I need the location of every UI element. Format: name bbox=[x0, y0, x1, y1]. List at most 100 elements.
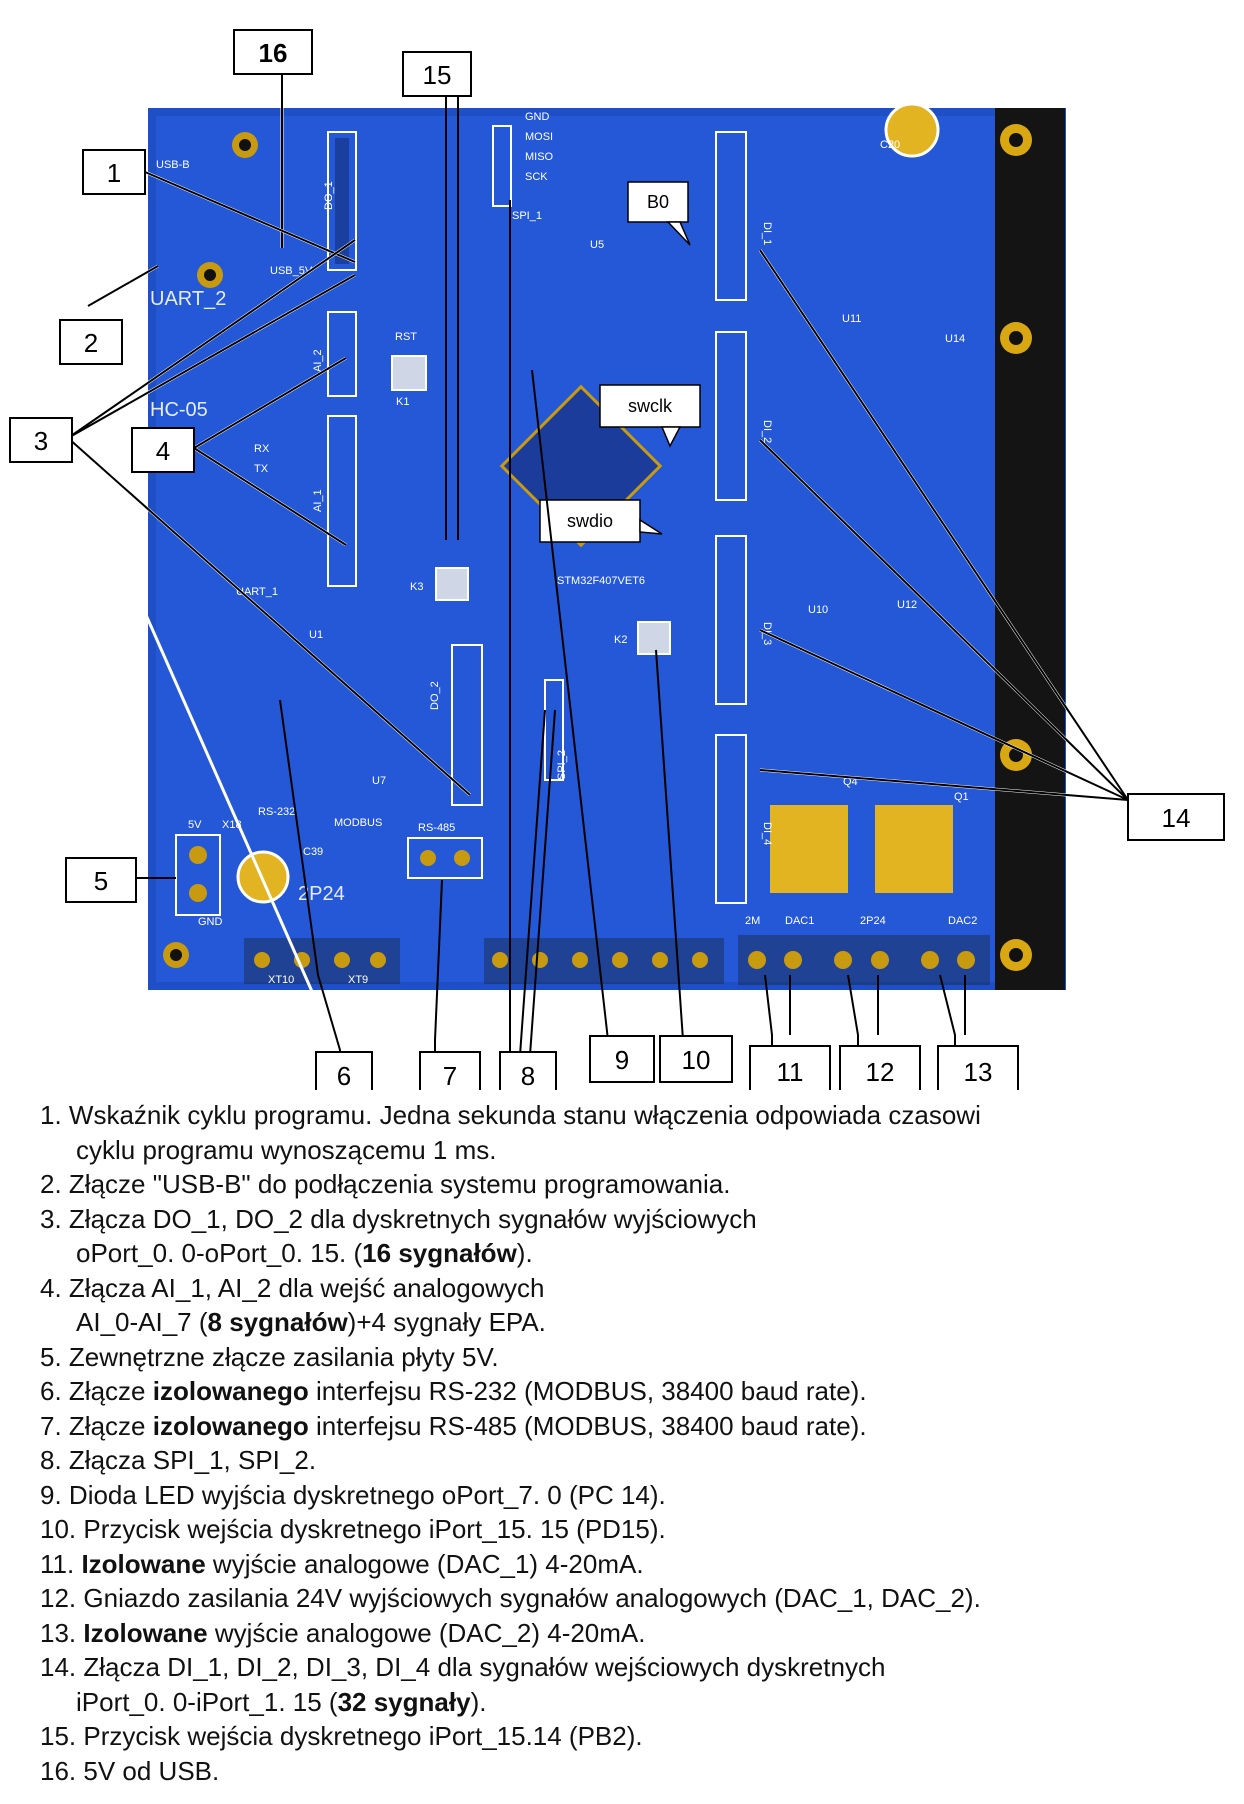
legend-text: oPort_0. 0-oPort_0. 15. ( bbox=[76, 1238, 363, 1268]
legend-item: 12. Gniazdo zasilania 24V wyjściowych sy… bbox=[40, 1581, 1220, 1616]
pin-sck-label: SCK bbox=[525, 171, 548, 183]
ai1-label: AI_1 bbox=[312, 489, 324, 512]
legend-item-number: 15. bbox=[40, 1721, 77, 1751]
do2-label: DO_2 bbox=[429, 681, 441, 710]
legend-item-number: 13. bbox=[40, 1617, 77, 1648]
k3-label: K3 bbox=[410, 581, 423, 593]
legend-text: AI_0-AI_7 ( bbox=[76, 1307, 208, 1337]
legend-text: Złącze bbox=[68, 1376, 153, 1406]
rs485-connector bbox=[407, 837, 483, 879]
legend-text: 5V od USB. bbox=[83, 1755, 220, 1786]
legend-text: Gniazdo zasilania 24V wyjściowych sygnał… bbox=[83, 1583, 981, 1613]
callout-8-label: 8 bbox=[521, 1061, 535, 1090]
legend-item-number: 7. bbox=[40, 1410, 62, 1441]
pin-mosi-label: MOSI bbox=[525, 131, 553, 143]
callout-14: 14 bbox=[1127, 793, 1225, 841]
callout-14-label: 14 bbox=[1162, 803, 1191, 833]
callout-4: 4 bbox=[131, 427, 195, 473]
bubble-swdio: swdio bbox=[539, 499, 663, 543]
legend-item-number: 1. bbox=[40, 1100, 62, 1130]
u10-label: U10 bbox=[808, 604, 828, 616]
legend-emphasis: 32 sygnały bbox=[337, 1686, 471, 1717]
legend-text: interfejsu RS-232 (MODBUS, 38400 baud ra… bbox=[308, 1376, 867, 1406]
callout-16: 16 bbox=[233, 29, 313, 75]
k3-button bbox=[435, 567, 469, 601]
di4-label: DI_4 bbox=[761, 822, 773, 845]
k2-label: K2 bbox=[614, 634, 627, 646]
callout-6-label: 6 bbox=[337, 1061, 351, 1090]
legend-item: 16. 5V od USB. bbox=[40, 1754, 1220, 1789]
u5-label: U5 bbox=[590, 239, 604, 251]
legend-text: Złącza AI_1, AI_2 dla wejść analogowych bbox=[68, 1272, 545, 1303]
callout-11: 11 bbox=[749, 1045, 831, 1090]
legend-text: Przycisk wejścia dyskretnego iPort_15.14… bbox=[83, 1721, 643, 1751]
x18-gnd-label: GND bbox=[198, 916, 223, 928]
do1-label: DO_1 bbox=[323, 181, 335, 210]
legend-text: Złącze bbox=[68, 1410, 153, 1441]
x18-5v-label: 5V bbox=[188, 819, 202, 831]
di-headers bbox=[715, 131, 747, 904]
callout-12-label: 12 bbox=[866, 1057, 895, 1087]
callout-3-label: 3 bbox=[34, 426, 48, 456]
m2-label: 2M bbox=[745, 915, 760, 927]
legend-text: Złącza DO_1, DO_2 dla dyskretnych sygnał… bbox=[68, 1203, 757, 1234]
legend-emphasis: 8 sygnałów bbox=[207, 1307, 348, 1337]
callout-13: 13 bbox=[937, 1045, 1019, 1090]
leader-lines bbox=[66, 61, 1130, 1056]
spi2-header bbox=[544, 679, 564, 781]
u1-label: U1 bbox=[309, 629, 323, 641]
legend-item-number: 12. bbox=[40, 1583, 77, 1613]
legend-emphasis: Izolowane bbox=[81, 1548, 206, 1579]
bubble-b0: B0 bbox=[627, 181, 691, 246]
legend-continuation: AI_0-AI_7 (8 sygnałów)+4 sygnały EPA. bbox=[40, 1305, 1220, 1340]
legend-continuation: cyklu programu wynoszącemu 1 ms. bbox=[40, 1133, 1220, 1168]
legend-item: 7. Złącze izolowanego interfejsu RS-485 … bbox=[40, 1409, 1220, 1444]
rst-button bbox=[391, 355, 427, 391]
legend-item-number: 11. bbox=[40, 1548, 75, 1579]
legend-continuation: iPort_0. 0-iPort_1. 15 (32 sygnały). bbox=[40, 1685, 1220, 1720]
callout-5-label: 5 bbox=[94, 866, 108, 896]
legend-emphasis: izolowanego bbox=[152, 1376, 309, 1406]
x18-connector bbox=[175, 834, 221, 916]
legend-item: 3. Złącza DO_1, DO_2 dla dyskretnych syg… bbox=[40, 1202, 1220, 1271]
callout-13-label: 13 bbox=[964, 1057, 993, 1087]
pcb-board: USB-B UART_2 HC-05 UART_1 USB_5V SPI_1 G… bbox=[148, 102, 1066, 990]
callout-7: 7 bbox=[419, 1051, 481, 1090]
legend-text: Zewnętrzne złącze zasilania płyty 5V. bbox=[68, 1341, 499, 1372]
di2-label: DI_2 bbox=[761, 420, 773, 443]
do2-header bbox=[451, 644, 483, 806]
k1-label: K1 bbox=[396, 396, 409, 408]
legend-item: 5. Zewnętrzne złącze zasilania płyty 5V. bbox=[40, 1340, 1220, 1375]
u7-label: U7 bbox=[372, 775, 386, 787]
spi2-label: SPI_2 bbox=[556, 750, 568, 780]
xt10-label: XT10 bbox=[268, 974, 294, 986]
legend-item-number: 6. bbox=[40, 1376, 62, 1406]
legend-emphasis: 16 sygnałów bbox=[362, 1238, 517, 1268]
pin-miso-label: MISO bbox=[525, 151, 554, 163]
p24-board-label: 2P24 bbox=[298, 883, 345, 905]
pin-gnd-label: GND bbox=[525, 111, 550, 123]
u11-label: U11 bbox=[842, 313, 861, 325]
legend-text: cyklu programu wynoszącemu 1 ms. bbox=[76, 1134, 497, 1165]
callout-3: 3 bbox=[9, 417, 73, 463]
legend-item: 1. Wskaźnik cyklu programu. Jedna sekund… bbox=[40, 1098, 1220, 1167]
dac1-label: DAC1 bbox=[785, 915, 814, 927]
k2-button bbox=[637, 621, 671, 655]
mounting-holes bbox=[163, 124, 1032, 971]
ai1-header bbox=[327, 415, 357, 587]
callout-1-label: 1 bbox=[107, 158, 121, 188]
legend-text: Złącza DI_1, DI_2, DI_3, DI_4 dla sygnał… bbox=[83, 1652, 886, 1682]
bubble-b0-text: B0 bbox=[647, 192, 669, 212]
legend-item: 2. Złącze "USB-B" do podłączenia systemu… bbox=[40, 1167, 1220, 1202]
callout-15: 15 bbox=[402, 51, 472, 97]
callout-15-label: 15 bbox=[423, 60, 452, 90]
legend-item-number: 2. bbox=[40, 1169, 62, 1199]
p24-label: 2P24 bbox=[860, 915, 886, 927]
legend-item-number: 16. bbox=[40, 1755, 77, 1786]
u14-label: U14 bbox=[945, 333, 965, 345]
c20-cap bbox=[884, 102, 940, 158]
legend-item: 9. Dioda LED wyjścia dyskretnego oPort_7… bbox=[40, 1478, 1220, 1513]
callout-4-label: 4 bbox=[156, 436, 170, 466]
callout-11-label: 11 bbox=[777, 1057, 804, 1087]
callout-1: 1 bbox=[82, 149, 146, 195]
